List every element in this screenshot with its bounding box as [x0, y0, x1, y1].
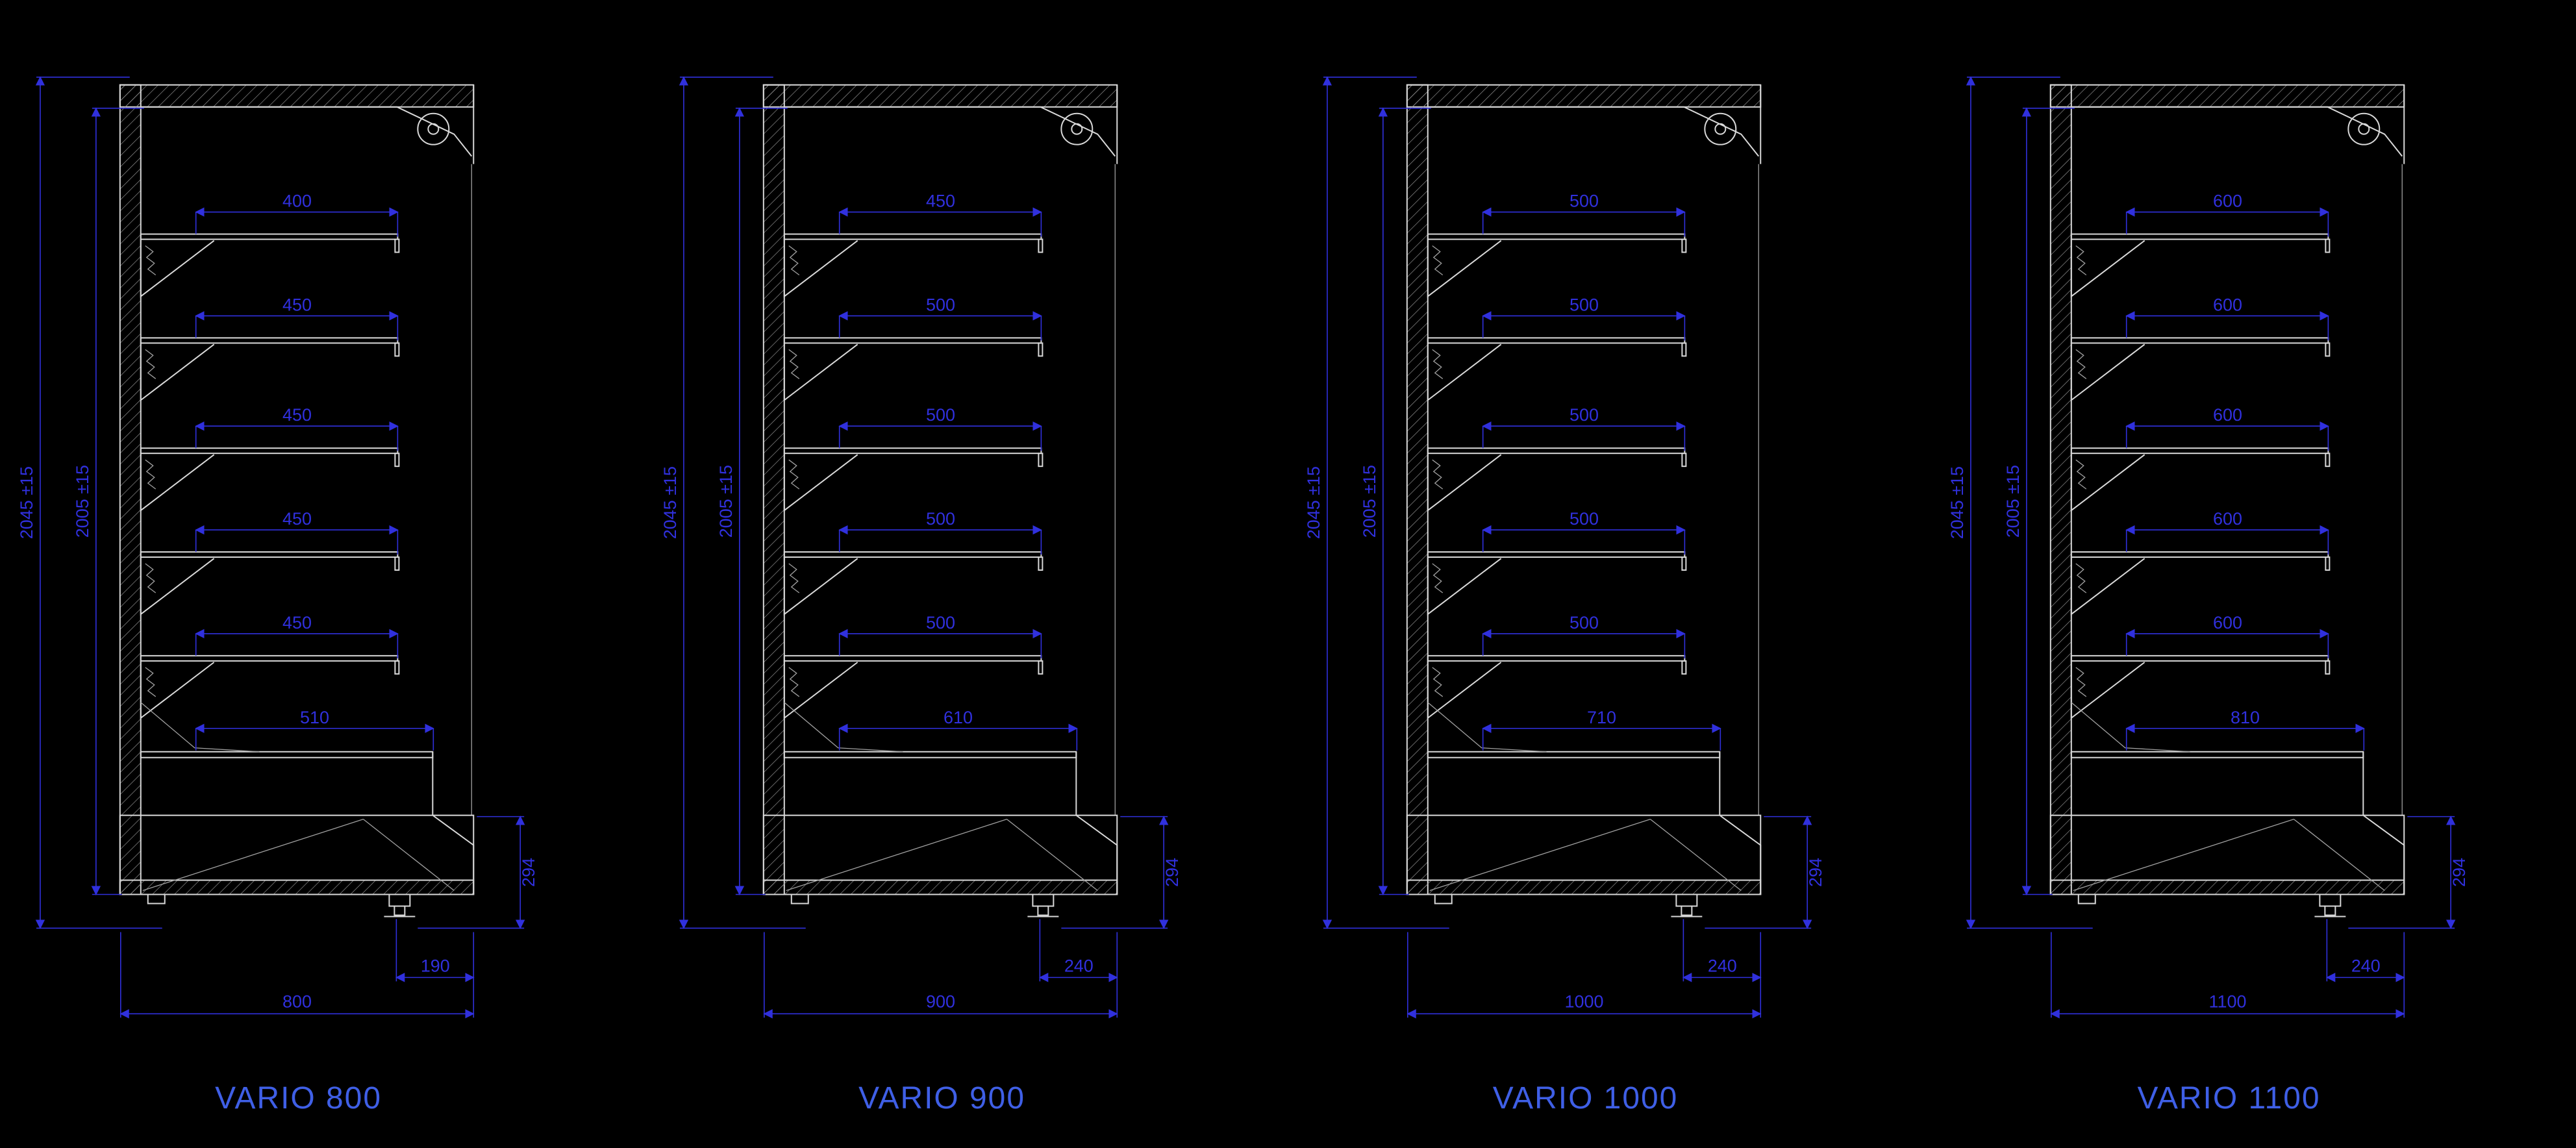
outer-height-dimension: 2045 ±15 — [1304, 466, 1323, 539]
outer-height-dimension: 2045 ±15 — [17, 466, 36, 539]
base-height-dimension: 294 — [1806, 858, 1825, 887]
cabinet-cross-section-drawing — [680, 77, 1168, 1018]
base-height-dimension: 294 — [1162, 858, 1182, 887]
shelf-depth-dimension: 500 — [926, 405, 955, 425]
vario-1100-panel: 2045 ±15 2005 ±15 600 600 600 600 600 81… — [1947, 0, 2469, 1116]
well-depth-dimension: 610 — [944, 708, 973, 727]
shelf-depth-dimension: 500 — [1569, 405, 1599, 425]
shelf-depth-dimension: 500 — [926, 295, 955, 314]
inner-height-dimension: 2005 ±15 — [73, 465, 92, 538]
shelf-depth-dimension: 500 — [1569, 613, 1599, 632]
shelf-depth-dimension: 600 — [2213, 192, 2242, 211]
shelf-depth-dimension: 450 — [926, 192, 955, 211]
well-depth-dimension: 510 — [300, 708, 329, 727]
inner-height-dimension: 2005 ±15 — [716, 465, 736, 538]
model-title: VARIO 800 — [215, 1081, 382, 1116]
base-height-dimension: 294 — [2449, 858, 2469, 887]
inner-height-dimension: 2005 ±15 — [1360, 465, 1379, 538]
shelf-depth-dimension: 450 — [282, 613, 312, 632]
shelf-depth-dimension: 400 — [282, 192, 312, 211]
outer-height-dimension: 2045 ±15 — [1947, 466, 1967, 539]
cabinet-cross-section-drawing — [1323, 77, 1811, 1018]
base-front-depth-dimension: 240 — [2351, 956, 2381, 975]
shelf-depth-dimension: 450 — [282, 509, 312, 529]
shelf-depth-dimension: 500 — [926, 613, 955, 632]
cabinet-cross-section-drawing — [1967, 77, 2455, 1018]
shelf-depth-dimension: 450 — [282, 295, 312, 314]
shelf-depth-dimension: 600 — [2213, 613, 2242, 632]
overall-width-dimension: 800 — [282, 992, 312, 1011]
overall-width-dimension: 1100 — [2209, 992, 2247, 1011]
inner-height-dimension: 2005 ±15 — [2003, 465, 2023, 538]
outer-height-dimension: 2045 ±15 — [660, 466, 680, 539]
shelf-depth-dimension: 500 — [926, 509, 955, 529]
base-front-depth-dimension: 190 — [421, 956, 450, 975]
base-front-depth-dimension: 240 — [1064, 956, 1094, 975]
vario-900-panel: 2045 ±15 2005 ±15 450 500 500 500 500 61… — [660, 0, 1182, 1116]
overall-width-dimension: 1000 — [1565, 992, 1604, 1011]
shelf-depth-dimension: 600 — [2213, 509, 2242, 529]
base-height-dimension: 294 — [519, 858, 538, 887]
cabinet-cross-section-drawing — [36, 77, 524, 1018]
shelf-depth-dimension: 500 — [1569, 192, 1599, 211]
model-title: VARIO 1100 — [2138, 1081, 2321, 1116]
shelf-depth-dimension: 500 — [1569, 295, 1599, 314]
shelf-depth-dimension: 600 — [2213, 295, 2242, 314]
shelf-depth-dimension: 500 — [1569, 509, 1599, 529]
vario-1000-panel: 2045 ±15 2005 ±15 500 500 500 500 500 71… — [1304, 0, 1825, 1116]
shelf-depth-dimension: 450 — [282, 405, 312, 425]
well-depth-dimension: 810 — [2231, 708, 2260, 727]
shelf-depth-dimension: 600 — [2213, 405, 2242, 425]
well-depth-dimension: 710 — [1587, 708, 1616, 727]
overall-width-dimension: 900 — [926, 992, 955, 1011]
model-title: VARIO 900 — [858, 1081, 1025, 1116]
vario-800-panel: 2045 ±15 2005 ±15 400 450 450 450 450 51… — [17, 0, 538, 1116]
model-title: VARIO 1000 — [1493, 1081, 1679, 1116]
base-front-depth-dimension: 240 — [1708, 956, 1737, 975]
